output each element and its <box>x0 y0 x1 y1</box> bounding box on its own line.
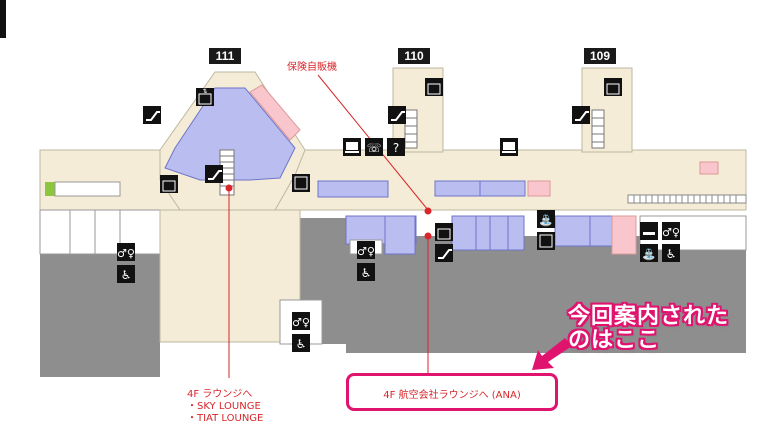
shop-row-3 <box>451 215 477 251</box>
restricted-111 <box>249 84 301 141</box>
atm-icon <box>292 174 310 192</box>
svg-text:☏: ☏ <box>366 141 381 155</box>
escalator-icon <box>205 165 223 183</box>
ana-lounge-label: 4F 航空会社ラウンジへ (ANA) <box>383 390 521 401</box>
green-block <box>45 182 55 196</box>
sky-lounge-label-3: ・TIAT LOUNGE <box>187 413 264 424</box>
sky-lounge-label-2: ・SKY LOUNGE <box>187 401 261 412</box>
svg-text:?: ? <box>393 141 399 155</box>
wheelchair-icon: ♿ <box>117 265 135 283</box>
highlight-note: 今回案内された のはここ <box>568 305 729 353</box>
water-icon: ⛲ <box>537 210 555 228</box>
svg-text:⛲: ⛲ <box>539 214 553 227</box>
window-edge <box>0 0 6 38</box>
info-icon: ? <box>387 138 405 156</box>
shop-row-7 <box>554 215 591 247</box>
escalator-icon <box>435 244 453 262</box>
gate-111-label: 111 <box>209 48 241 64</box>
marker-vending <box>424 207 432 215</box>
elevator-icon <box>425 78 443 96</box>
phone-icon: ☏ <box>365 138 383 156</box>
elevator-icon: ⇅ <box>196 88 214 106</box>
service-area-right2 <box>520 250 746 350</box>
svg-text:♂♀: ♂♀ <box>292 316 310 329</box>
highlight-note-line2: のはここ <box>568 328 661 353</box>
insurance-vending-label: 保険自販機 <box>287 62 337 73</box>
elevator-icon <box>160 175 178 193</box>
pink-small <box>699 161 719 175</box>
wheelchair-icon: ♿ <box>292 334 310 352</box>
elevator-icon <box>604 78 622 96</box>
elevator-icon <box>435 223 453 241</box>
escalator-icon <box>572 106 590 124</box>
shop-east-2 <box>479 180 526 197</box>
bench-row <box>627 194 747 204</box>
pc-icon <box>500 138 518 156</box>
restroom-icon: ♂♀ <box>292 312 310 330</box>
shop-row-2 <box>384 215 416 255</box>
restroom-icon: ♂♀ <box>117 243 135 261</box>
shop-row-5 <box>489 215 509 251</box>
ana-lounge-callout: 4F 航空会社ラウンジへ (ANA) <box>346 373 558 411</box>
gate-110-label: 110 <box>398 48 430 64</box>
building-left <box>39 209 161 255</box>
svg-text:♿: ♿ <box>121 268 132 282</box>
svg-text:♿: ♿ <box>296 337 307 351</box>
marker-sky-lounge <box>225 184 233 192</box>
restroom-icon: ♂♀ <box>662 222 680 240</box>
shop-center <box>317 180 389 198</box>
shop-row-4 <box>475 215 491 251</box>
gate-109-label: 109 <box>584 48 616 64</box>
svg-text:⇅: ⇅ <box>202 88 207 95</box>
service-area-left <box>40 252 160 377</box>
atm-icon <box>537 232 555 250</box>
escalator-icon <box>143 106 161 124</box>
svg-text:♿: ♿ <box>666 247 677 261</box>
pointer-arrow <box>532 338 572 370</box>
escalator-icon <box>388 106 406 124</box>
shop-111 <box>164 87 296 181</box>
wheelchair-icon: ♿ <box>662 244 680 262</box>
pc-icon <box>343 138 361 156</box>
shop-row-8 <box>589 215 613 247</box>
svg-text:♂♀: ♂♀ <box>357 245 375 258</box>
water-icon: ⛲ <box>640 244 658 262</box>
svg-text:♿: ♿ <box>361 266 372 280</box>
pink-kiosk <box>527 180 551 197</box>
svg-text:♂♀: ♂♀ <box>662 226 680 239</box>
svg-text:♂♀: ♂♀ <box>117 247 135 260</box>
smoking-icon <box>640 222 658 240</box>
restroom-icon: ♂♀ <box>357 241 375 259</box>
highlight-note-line1: 今回案内された <box>568 304 730 329</box>
sky-lounge-label-1: 4F ラウンジへ <box>187 389 253 400</box>
shop-east-1 <box>434 180 481 197</box>
marker-ana-lounge <box>424 232 432 240</box>
shop-row-6 <box>507 215 525 251</box>
wheelchair-icon: ♿ <box>357 263 375 281</box>
pink-room <box>611 215 637 255</box>
svg-text:⛲: ⛲ <box>642 248 656 261</box>
lounge-block <box>159 209 301 343</box>
